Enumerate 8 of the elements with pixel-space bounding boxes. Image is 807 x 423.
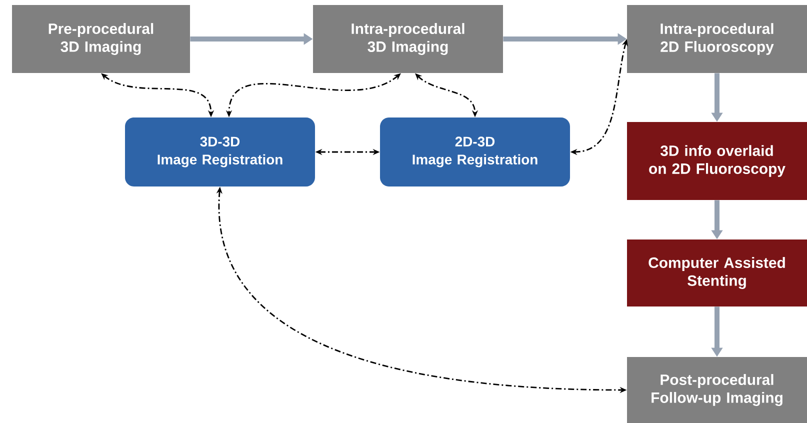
process-box: Intra-procedural 2D Fluoroscopy bbox=[627, 5, 807, 73]
process-box: Intra-procedural 3D Imaging bbox=[313, 5, 503, 73]
process-box: Pre-procedural 3D Imaging bbox=[12, 5, 190, 73]
registration-box: 2D-3D Image Registration bbox=[380, 118, 570, 186]
process-box: Computer Assisted Stenting bbox=[627, 240, 807, 306]
process-box: Post-procedural Follow-up Imaging bbox=[627, 357, 807, 423]
process-box: 3D info overlaid on 2D Fluoroscopy bbox=[627, 122, 807, 200]
registration-box: 3D-3D Image Registration bbox=[125, 118, 315, 186]
